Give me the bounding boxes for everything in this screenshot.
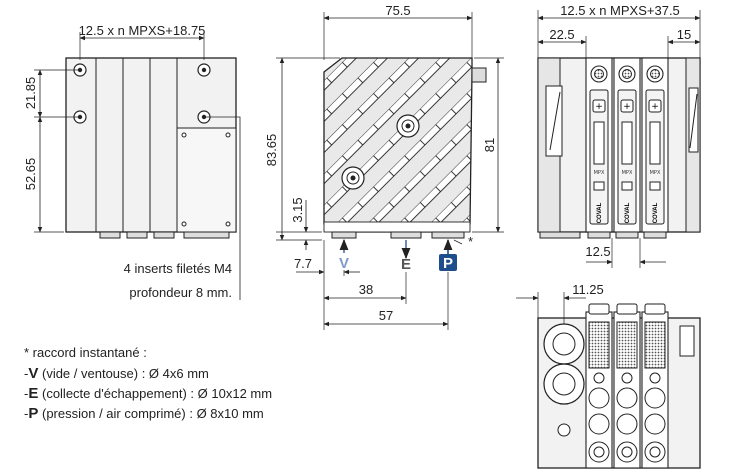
dim-rear-right: 15 [677, 27, 691, 42]
legend-p-letter: P [28, 405, 38, 422]
svg-text:+: + [623, 102, 631, 112]
port-label-e: E [401, 256, 411, 273]
dim-side-e: 38 [359, 282, 373, 297]
legend-e-text: (collecte d'échappement) : Ø 10x12 mm [42, 386, 272, 401]
dim-side-height-right: 81 [482, 138, 497, 152]
inserts-note-line1: 4 inserts filetés M4 [124, 261, 232, 276]
svg-text:+: + [595, 102, 603, 112]
legend-p: -P (pression / air comprimé) : Ø 8x10 mm [24, 405, 264, 422]
dim-rear-left: 22.5 [549, 27, 574, 42]
legend-v-text: (vide / ventouse) : Ø 4x6 mm [42, 366, 209, 381]
front-cover-plate [176, 127, 237, 233]
dim-front-h2: 52.65 [23, 158, 38, 191]
bottom-module [585, 303, 613, 469]
port-label-p: P [443, 255, 453, 272]
port-badge-v [336, 253, 352, 271]
bottom-module [613, 303, 641, 469]
rear-module: + MPX COVAL [613, 57, 641, 239]
rear-view: + MPX COVAL + MPX COVAL + [537, 3, 701, 268]
svg-text:+: + [651, 102, 659, 112]
dim-front-width: 12.5 x n MPXS+18.75 [79, 23, 206, 38]
dim-side-v: 7.7 [294, 256, 312, 271]
module-small-label: MPX [594, 170, 605, 176]
module-small-label: MPX [650, 170, 661, 176]
port-label-v: V [339, 255, 349, 272]
rear-module: + MPX COVAL [585, 57, 613, 239]
module-brand: COVAL [625, 202, 631, 223]
legend-p-text: (pression / air comprimé) : Ø 8x10 mm [42, 406, 264, 421]
rear-module: + MPX COVAL [641, 57, 669, 239]
module-brand: COVAL [653, 202, 659, 223]
dim-side-p: 57 [379, 308, 393, 323]
inserts-note-line2: profondeur 8 mm. [129, 285, 232, 300]
bottom-module [641, 303, 669, 469]
side-body [323, 57, 473, 233]
port-badge-p [439, 254, 457, 271]
dim-side-width: 75.5 [385, 3, 410, 18]
legend-title: * raccord instantané : [24, 345, 147, 360]
dim-bottom-pitch: 11.25 [572, 282, 604, 297]
legend-e-letter: E [28, 385, 38, 402]
bottom-view: 11.25 [516, 282, 701, 469]
legend-v: -V (vide / ventouse) : Ø 4x6 mm [24, 365, 209, 382]
side-fitting [471, 67, 487, 83]
module-brand: COVAL [597, 202, 603, 223]
legend-e: -E (collecte d'échappement) : Ø 10x12 mm [24, 385, 272, 402]
side-view: 75.5 83.65 3.15 81 * V E P 7.7 [264, 3, 504, 330]
legend: * raccord instantané : -V (vide / ventou… [24, 345, 272, 422]
legend-v-letter: V [28, 365, 38, 382]
asterisk-note: * [468, 234, 473, 249]
dim-rear-width: 12.5 x n MPXS+37.5 [560, 3, 680, 18]
dim-side-offset: 3.15 [290, 197, 305, 222]
dim-rear-pitch: 12.5 [585, 244, 610, 259]
front-view: 12.5 x n MPXS+18.75 21.85 52.65 4 insert… [23, 23, 241, 300]
dim-side-height: 83.65 [264, 134, 279, 167]
dim-front-h1: 21.85 [23, 77, 38, 110]
module-small-label: MPX [622, 170, 633, 176]
